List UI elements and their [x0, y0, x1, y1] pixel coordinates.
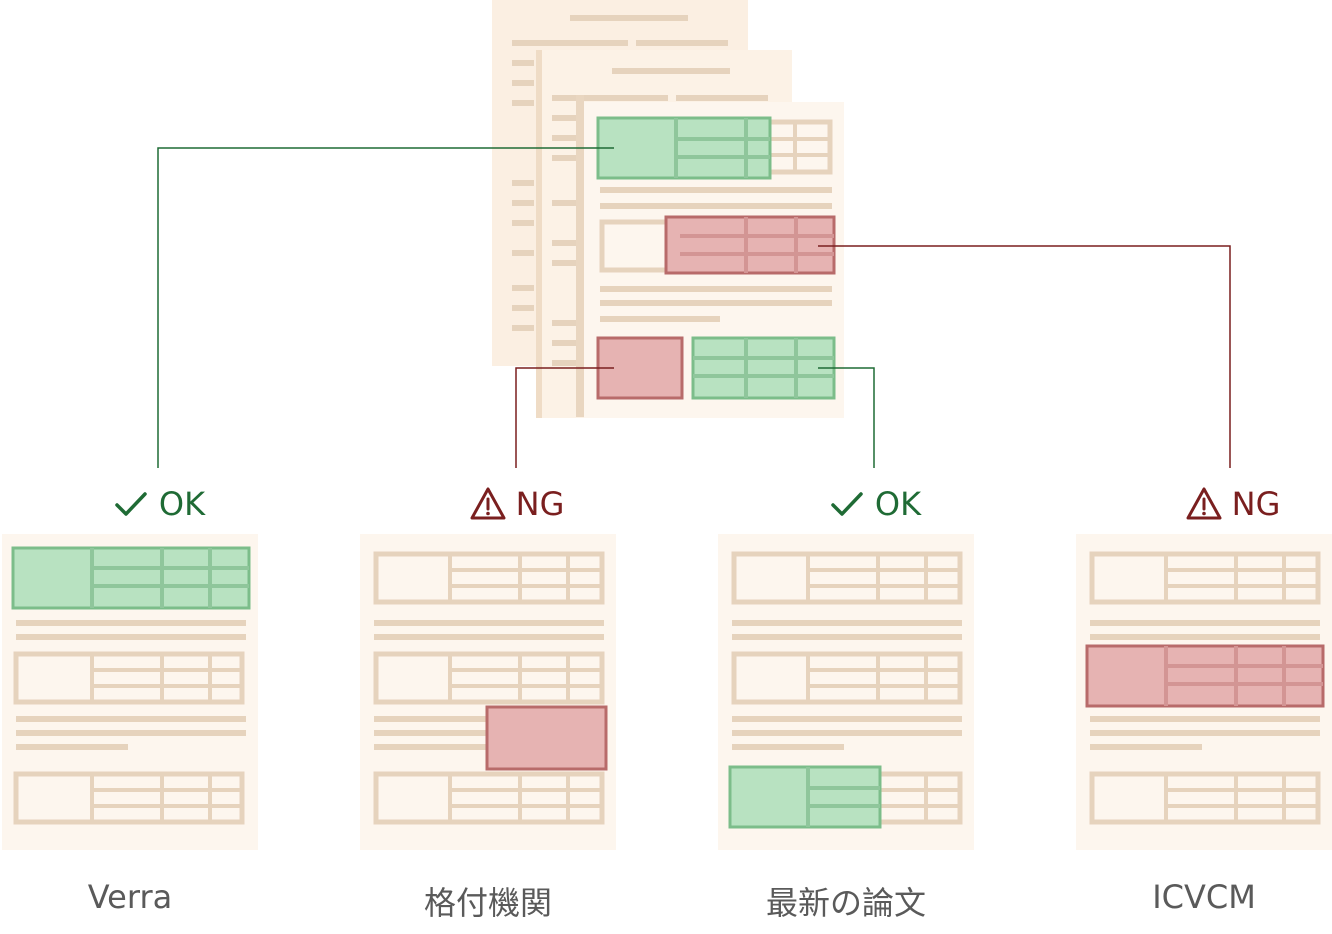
caption-rating-agency: 格付機関: [423, 884, 552, 922]
status-rating-agency: NG: [416, 482, 616, 526]
status-text: NG: [1231, 485, 1281, 523]
doc-card-latest-paper: [718, 534, 974, 850]
highlight-ok-bottom: [691, 336, 836, 400]
connector-latest-paper: [818, 367, 875, 468]
caption-icvcm: ICVCM: [1152, 878, 1256, 916]
doc-card-verra: [2, 534, 258, 850]
document-page-front: [584, 102, 844, 418]
check-icon: [115, 492, 147, 516]
status-text: NG: [515, 485, 565, 523]
status-text: OK: [874, 485, 922, 523]
status-text: OK: [158, 485, 206, 523]
document-stack: [492, 0, 844, 418]
doc-card-icvcm: [1076, 534, 1332, 850]
status-verra: OK: [58, 482, 258, 526]
connectors: [157, 147, 1231, 468]
warning-icon: [470, 487, 506, 520]
caption-latest-paper: 最新の論文: [765, 884, 926, 922]
connector-icvcm: [818, 245, 1231, 468]
highlight-ng-middle: [664, 215, 836, 275]
connector-rating-agency: [515, 367, 614, 468]
check-icon: [831, 492, 863, 516]
highlight-ok-top: [596, 116, 772, 180]
status-latest-paper: OK: [774, 482, 974, 526]
doc-card-rating-agency: [360, 534, 616, 850]
warning-icon: [1186, 487, 1222, 520]
caption-verra: Verra: [87, 878, 173, 916]
status-icvcm: NG: [1132, 482, 1332, 526]
connector-verra: [157, 147, 614, 468]
